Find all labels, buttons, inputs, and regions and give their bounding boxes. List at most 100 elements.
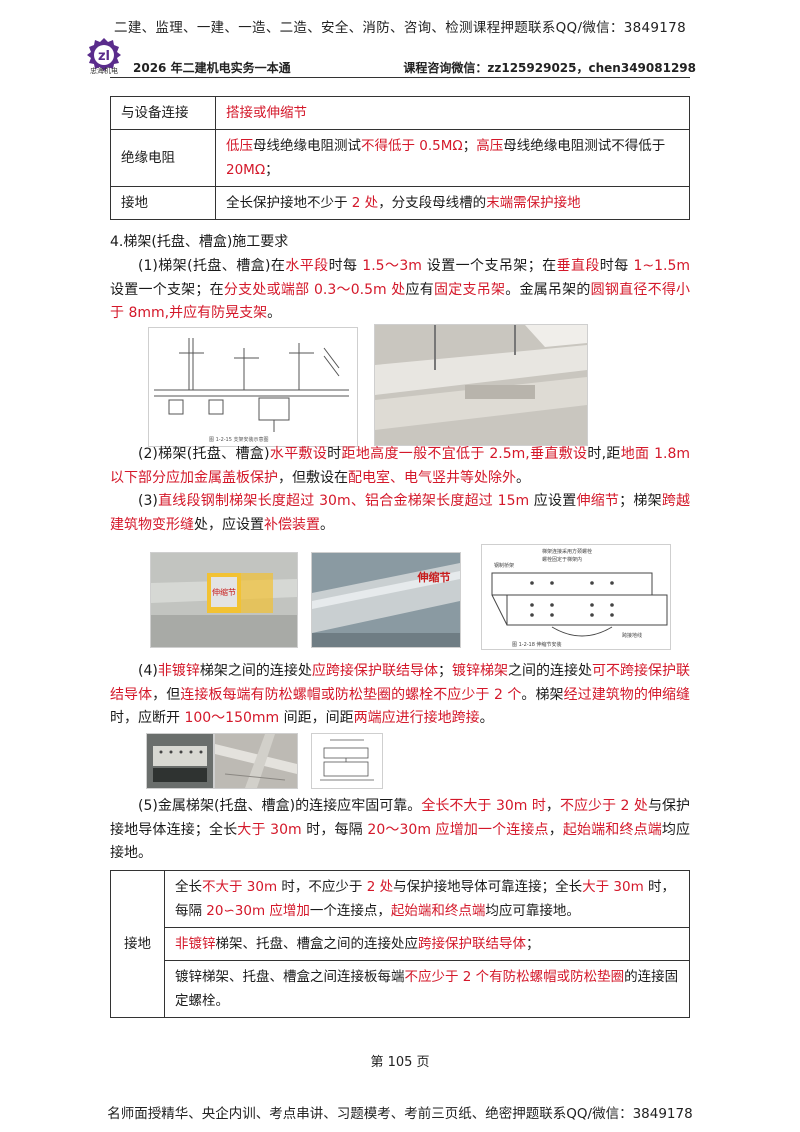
paragraph-4: (4)非镀锌梯架之间的连接处应跨接保护联结导体；镀锌梯架之间的连接处可不跨接保护… <box>110 660 690 731</box>
body-text: (2)梯架(托盘、槽盒) <box>138 446 270 462</box>
body-text: (5)金属梯架(托盘、槽盒)的连接应牢固可靠。 <box>138 798 422 814</box>
body-text: ； <box>437 663 452 679</box>
diagram-label: 跨接地线 <box>622 632 642 639</box>
row-content: 全长不大于 30m 时，不应少于 2 处与保护接地导体可靠连接；全长大于 30m… <box>164 870 690 928</box>
emphasis-text: 20～30m 应增加一个连接点 <box>367 821 549 838</box>
emphasis-text: 100～150mm <box>184 710 280 726</box>
header-rule <box>110 77 690 78</box>
row-content: 搭接或伸缩节 <box>215 96 690 130</box>
emphasis-text: 不应少于 2 个有防松螺帽或防松垫圈 <box>404 969 625 985</box>
body-text: (4) <box>138 663 158 679</box>
book-title: 2026 年二建机电实务一本通 <box>133 61 291 75</box>
emphasis-text: 不得低于 0.5MΩ <box>361 138 463 154</box>
row-label: 绝缘电阻 <box>110 129 216 187</box>
expansion-joint-photo: 伸缩节 <box>150 552 298 648</box>
body-text: 。梯架 <box>521 686 564 703</box>
paragraph-3: (3)直线段钢制梯架长度超过 30m、铝合金梯架长度超过 15m 应设置伸缩节；… <box>110 490 690 537</box>
body-text: 。金属吊架的 <box>505 281 591 298</box>
table-row: 与设备连接 搭接或伸缩节 <box>110 96 690 130</box>
grounding-table: 接地 全长不大于 30m 时，不应少于 2 处与保护接地导体可靠连接；全长大于 … <box>110 870 690 1018</box>
row-content: 低压母线绝缘电阻测试不得低于 0.5MΩ；高压母线绝缘电阻测试不得低于20MΩ； <box>215 129 690 187</box>
paragraph-2: (2)梯架(托盘、槽盒)水平敷设时距地高度一般不宜低于 2.5m,垂直敷设时,距… <box>110 443 690 490</box>
body-text: 时每 <box>328 258 363 274</box>
body-text: 的连接固定螺栓。 <box>175 969 679 1009</box>
body-text: ； <box>462 138 477 154</box>
body-text: ； <box>265 162 279 178</box>
body-text: 均应接地。 <box>110 821 691 862</box>
body-text: 时每 <box>599 258 634 274</box>
tray-photo <box>374 324 588 446</box>
row-content: 镀锌梯架、托盘、槽盒之间连接板每端不应少于 2 个有防松螺帽或防松垫圈的连接固定… <box>164 960 690 1018</box>
diagram-label: 梯架连接采用方颈螺栓 <box>542 548 592 555</box>
emphasis-text: 水平段 <box>285 258 329 274</box>
body-text: 时 <box>327 446 342 462</box>
body-text: 。 <box>320 516 334 533</box>
emphasis-text: 起始端和终点端 <box>562 821 662 838</box>
body-text: 应设置 <box>529 493 577 509</box>
diagram-label: 螺栓固定于梯架内 <box>542 556 582 563</box>
emphasis-text: 镀锌梯架 <box>451 663 508 679</box>
emphasis-text: 两端应进行接地跨接 <box>353 710 480 726</box>
diagram-label: 钢制桥架 <box>494 562 514 569</box>
emphasis-text: 经过建筑物的伸缩缝 <box>563 686 691 703</box>
emphasis-text: 末端需保护接地 <box>486 195 581 211</box>
body-text: 时，每隔 <box>175 879 676 919</box>
support-diagram: 图 1-2-15 支架安装示意图 <box>148 327 358 447</box>
table-row: 镀锌梯架、托盘、槽盒之间连接板每端不应少于 2 个有防松螺帽或防松垫圈的连接固定… <box>111 960 690 1018</box>
emphasis-text: 20∽30m 应增加 <box>206 903 310 919</box>
row-label: 与设备连接 <box>110 96 216 130</box>
emphasis-text: 地面 1.8m 以下部分应加金属盖板保护 <box>110 446 691 486</box>
body-text: 设置一个支吊架；在 <box>421 258 557 274</box>
body-text: ， <box>545 798 560 814</box>
grounding-diagram <box>311 733 383 789</box>
body-text: 梯架之间的连接处 <box>199 663 312 679</box>
body-text: 时，每隔 <box>301 821 368 838</box>
body-text: 母线绝缘电阻测试 <box>253 138 361 154</box>
emphasis-text: 应跨接保护联结导体 <box>311 663 438 679</box>
row-content: 非镀锌梯架、托盘、槽盒之间的连接处应跨接保护联结导体； <box>164 927 690 961</box>
row-content: 全长保护接地不少于 2 处，分支段母线槽的末端需保护接地 <box>215 186 690 220</box>
emphasis-text: 1.5～3m <box>362 258 422 274</box>
contact-info: 课程咨询微信：zz125929025，chen349081298 <box>403 61 696 75</box>
body-text: 一个连接点， <box>309 903 391 919</box>
body-text: ，但敷设在 <box>278 469 348 486</box>
body-text: ；梯架 <box>619 493 662 509</box>
emphasis-text: 非镀锌 <box>157 663 200 679</box>
emphasis-text: 补偿装置 <box>264 516 320 533</box>
emphasis-text: 垂直段 <box>556 258 600 274</box>
emphasis-text: 搭接或伸缩节 <box>226 105 307 121</box>
table-row: 绝缘电阻 低压母线绝缘电阻测试不得低于 0.5MΩ；高压母线绝缘电阻测试不得低于… <box>110 129 690 187</box>
photo-label-text: 伸缩节 <box>417 570 451 584</box>
body-text: 。 <box>516 469 530 486</box>
body-text: 设置一个支架；在 <box>110 281 224 298</box>
body-text: 全长保护接地不少于 <box>226 195 352 211</box>
row-label: 接地 <box>110 186 216 220</box>
body-text: ，分支段母线槽的 <box>378 195 487 211</box>
grounding-photo-2 <box>214 733 298 789</box>
emphasis-text: 伸缩节 <box>576 493 620 509</box>
body-text: 镀锌梯架、托盘、槽盒之间连接板每端 <box>175 969 405 985</box>
figure-caption: 图 1-2-18 伸缩节安装 <box>512 641 562 648</box>
emphasis-text: 水平敷设 <box>269 446 328 462</box>
body-text: 间距，间距 <box>279 710 354 726</box>
logo-icon: zl <box>85 36 123 72</box>
body-text: ，但 <box>152 686 181 703</box>
emphasis-text: 圆钢直径不得小于 8mm,并应有防晃支架 <box>110 281 691 322</box>
emphasis-text: 1~1.5m <box>633 258 691 274</box>
photo-sign-text: 伸缩节 <box>212 587 236 597</box>
row-label: 接地 <box>110 870 165 1018</box>
emphasis-text: 不大于 30m <box>202 879 278 895</box>
grounding-photo-1 <box>146 733 214 789</box>
body-text: 处，应设置 <box>194 516 264 533</box>
body-text: 。 <box>267 305 282 321</box>
top-banner: 二建、监理、一建、一造、二造、安全、消防、咨询、检测课程押题联系QQ/微信：38… <box>114 20 686 36</box>
busway-table: 与设备连接 搭接或伸缩节 绝缘电阻 低压母线绝缘电阻测试不得低于 0.5MΩ；高… <box>110 96 690 220</box>
body-text: (1)梯架(托盘、槽盒)在 <box>138 258 286 274</box>
body-text: (3) <box>138 493 158 509</box>
emphasis-text: 2 处 <box>351 195 379 211</box>
body-text: 与保护接地导体可靠连接；全长 <box>393 879 583 895</box>
emphasis-text: 大于 30m <box>582 879 644 895</box>
emphasis-text: 全长不大于 30m 时 <box>421 798 546 814</box>
table-row: 接地 全长保护接地不少于 2 处，分支段母线槽的末端需保护接地 <box>110 186 690 220</box>
emphasis-text: 跨越建筑物变形缝 <box>110 493 691 533</box>
